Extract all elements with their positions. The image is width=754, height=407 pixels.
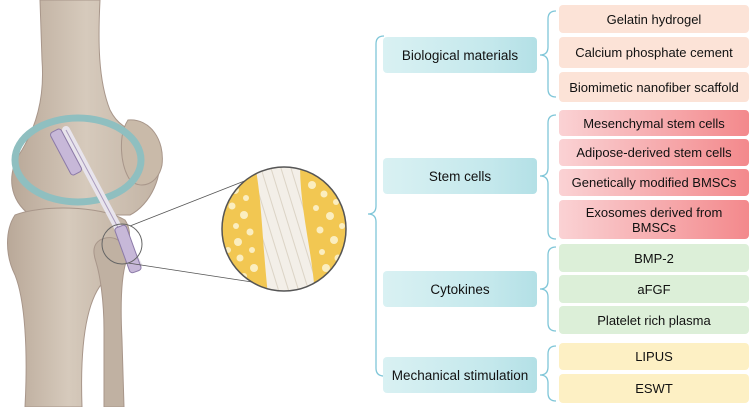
item-platelet-rich-plasma: Platelet rich plasma [559,306,749,334]
item-bmp-2: BMP-2 [559,244,749,272]
meniscus-ring [11,114,145,206]
item-genetically-modified-bmscs: Genetically modified BMSCs [559,169,749,196]
zoom-connector-bottom [127,262,253,283]
bracket-cytokines [539,246,557,332]
zoom-connector-top [129,179,248,227]
item-lipus: LIPUS [559,343,749,370]
category-biological-materials: Biological materials [383,37,537,73]
main-bracket [367,35,385,377]
item-calcium-phosphate-cement: Calcium phosphate cement [559,37,749,68]
bracket-mechanical [539,345,557,402]
item-eswt: ESWT [559,374,749,403]
category-mechanical-stimulation: Mechanical stimulation [383,357,537,393]
item-biomimetic-nanofiber-scaffold: Biomimetic nanofiber scaffold [559,72,749,102]
zoom-circle-outline [221,166,347,292]
category-cytokines: Cytokines [383,271,537,307]
item-afgf: aFGF [559,275,749,303]
femoral-screw [49,128,83,176]
item-mesenchymal-stem-cells: Mesenchymal stem cells [559,110,749,136]
item-gelatin-hydrogel: Gelatin hydrogel [559,5,749,33]
bracket-stem [539,114,557,240]
tibial-screw [114,224,142,274]
category-stem-cells: Stem cells [383,158,537,194]
item-adipose-derived-stem-cells: Adipose-derived stem cells [559,139,749,166]
zoom-source-circle [101,223,143,265]
knee-joint-illustration [7,0,347,407]
bracket-biological [539,10,557,98]
item-exosomes-derived-from-bmscs: Exosomes derived from BMSCs [559,200,749,239]
